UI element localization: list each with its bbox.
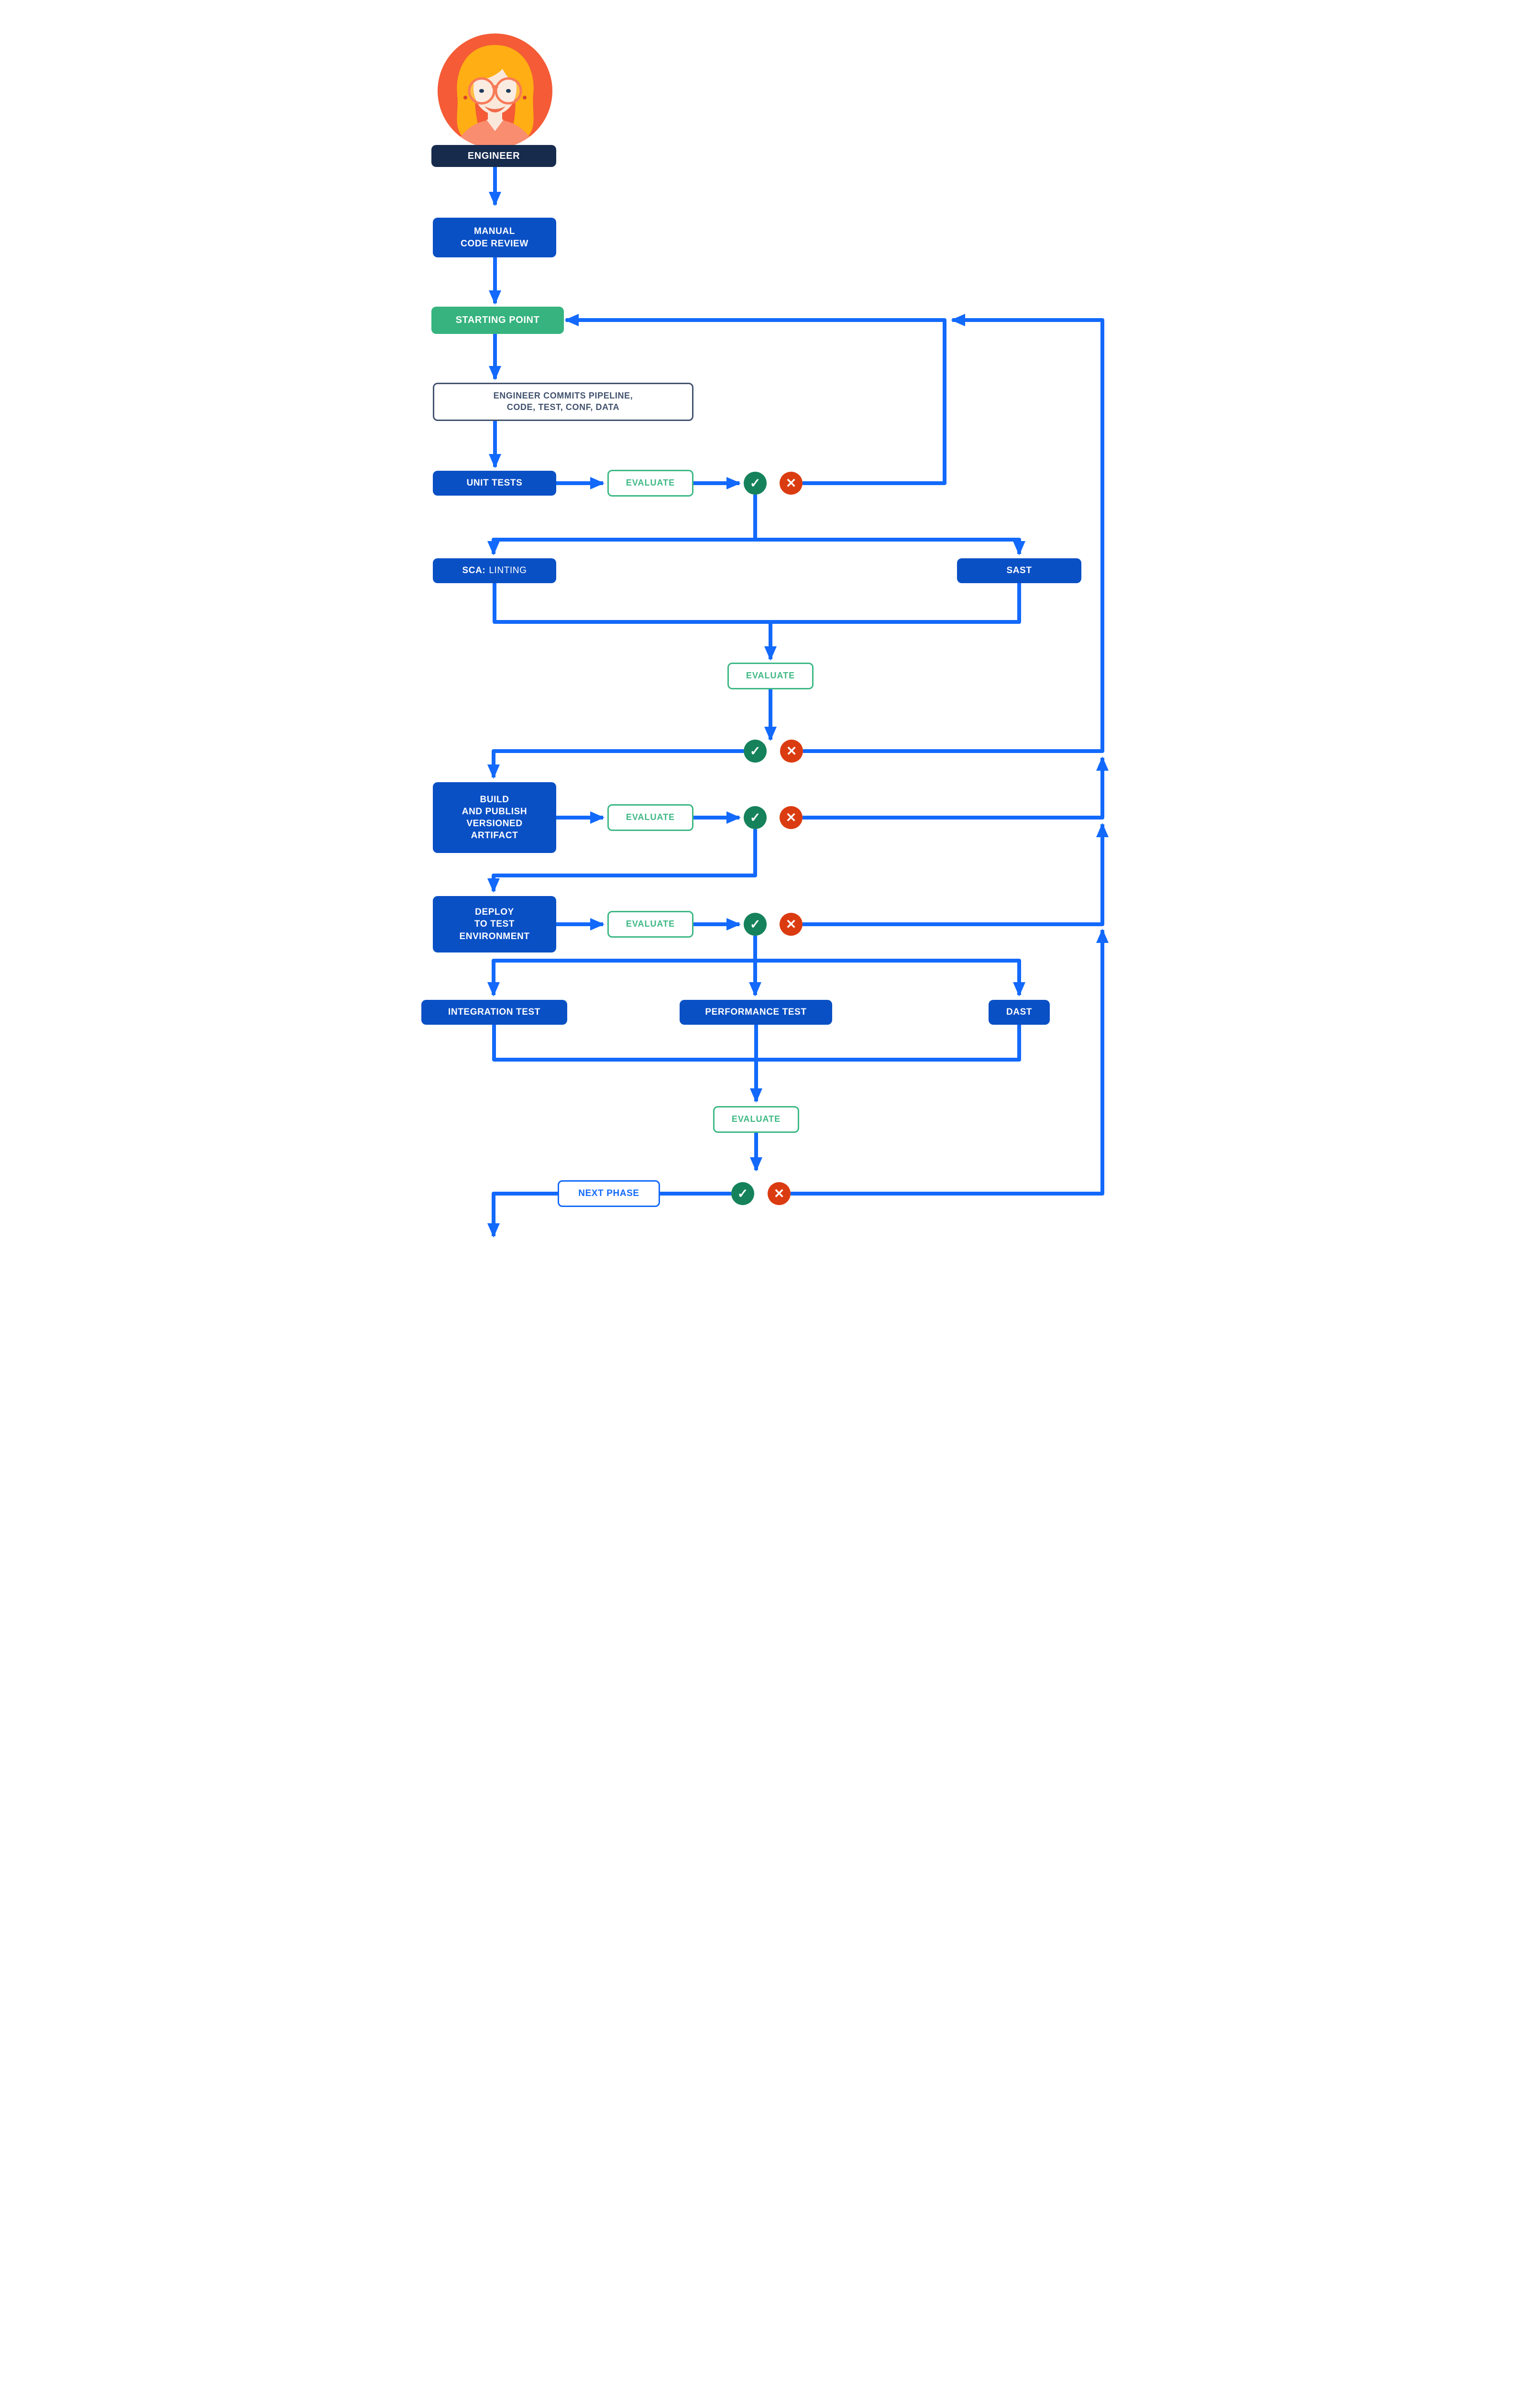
check-icon: ✓	[731, 1182, 754, 1205]
cross-icon: ✕	[780, 806, 803, 829]
arrow-build-pass-to-deploy	[487, 829, 757, 893]
engineer-label: ENGINEER	[431, 145, 556, 167]
next-phase-node: NEXT PHASE	[558, 1180, 660, 1207]
sca-prefix-label: SCA:	[462, 565, 486, 576]
feedback-build-fail-up	[803, 756, 1109, 819]
flow-connectors	[487, 167, 1109, 1238]
arrow-pass-to-build	[487, 749, 744, 779]
avatar-lips	[484, 106, 506, 112]
check-icon: ✓	[744, 806, 767, 829]
feedback-unit-fail-to-starting-point	[564, 314, 946, 485]
evaluate-node-1: EVALUATE	[607, 470, 693, 497]
feedback-scan-fail-to-starting-point	[803, 314, 1104, 753]
engineer-avatar	[438, 33, 552, 148]
cross-icon: ✕	[768, 1182, 791, 1205]
unit-tests-node: UNIT TESTS	[433, 471, 556, 496]
arrow-split-to-integration	[487, 959, 755, 997]
deploy-test-environment-node: DEPLOY TO TEST ENVIRONMENT	[433, 896, 556, 952]
check-icon: ✓	[744, 740, 767, 763]
avatar-left-earring	[463, 96, 467, 100]
sca-linting-node: SCA: LINTING	[433, 558, 556, 583]
line-dast-merge	[756, 1025, 1021, 1062]
cross-icon: ✕	[780, 472, 803, 495]
line-sca-merge	[493, 583, 770, 624]
manual-code-review-node: MANUAL CODE REVIEW	[433, 218, 556, 257]
arrow-split-to-sca	[487, 538, 755, 555]
avatar-glasses-bridge	[491, 85, 499, 89]
integration-test-node: INTEGRATION TEST	[421, 1000, 567, 1025]
engineer-commit-note: ENGINEER COMMITS PIPELINE, CODE, TEST, C…	[433, 383, 693, 421]
avatar-neckline	[486, 120, 504, 131]
avatar-hair-fringe	[473, 51, 521, 82]
evaluate-node-5: EVALUATE	[713, 1106, 799, 1133]
avatar-right-eye	[506, 89, 511, 93]
dast-node: DAST	[989, 1000, 1050, 1025]
sca-linting-label: LINTING	[489, 565, 527, 576]
sast-node: SAST	[957, 558, 1081, 583]
avatar-left-eye	[479, 89, 484, 93]
check-icon: ✓	[744, 472, 767, 495]
line-integration-merge	[492, 1025, 756, 1062]
avatar-right-earring	[523, 96, 527, 100]
evaluate-node-4: EVALUATE	[607, 911, 693, 938]
arrow-split-to-dast	[755, 959, 1025, 997]
starting-point-node: STARTING POINT	[431, 307, 564, 334]
evaluate-node-2: EVALUATE	[727, 663, 814, 689]
feedback-final-fail-up	[791, 929, 1109, 1196]
avatar-shoulders	[453, 120, 537, 148]
line-sast-merge	[770, 583, 1021, 624]
check-icon: ✓	[744, 913, 767, 936]
build-publish-artifact-node: BUILD AND PUBLISH VERSIONED ARTIFACT	[433, 782, 556, 853]
arrow-split-to-sast	[755, 538, 1025, 555]
feedback-deploy-fail-up	[803, 823, 1109, 926]
arrow-next-phase-exit	[487, 1192, 558, 1238]
evaluate-node-3: EVALUATE	[607, 804, 693, 831]
cross-icon: ✕	[780, 913, 803, 936]
devops-pipeline-flowchart: ENGINEER MANUAL CODE REVIEW STARTING POI…	[385, 0, 1155, 1256]
performance-test-node: PERFORMANCE TEST	[680, 1000, 832, 1025]
cross-icon: ✕	[780, 740, 803, 763]
